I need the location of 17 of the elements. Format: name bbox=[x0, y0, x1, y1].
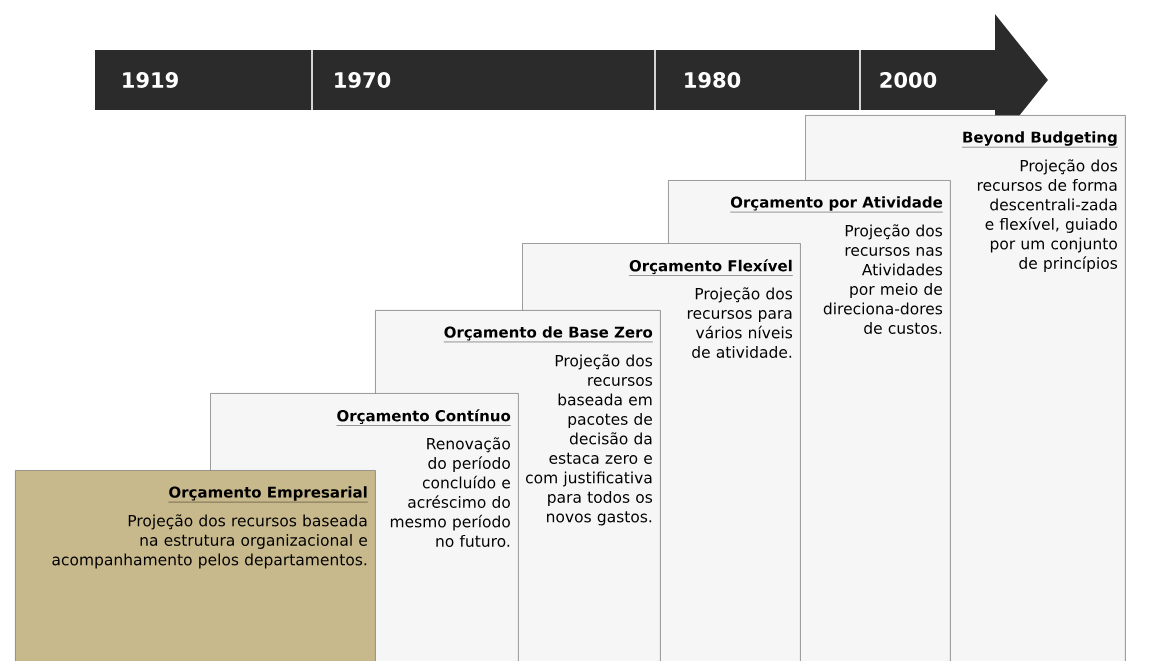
step-box bbox=[15, 470, 376, 661]
box-text: Projeção dos recursos para vários níveis de atividade. bbox=[687, 287, 793, 358]
year-label: 1980 bbox=[685, 72, 741, 88]
box-heading: Orçamento Empresarial bbox=[168, 486, 368, 503]
box-text: Projeção dos recursos baseada em pacotes de decisão da estaca zero e com justificativa para todos os novos gastos. bbox=[525, 354, 653, 526]
box-text: Projeção dos recursos de forma descentrali-zada e flexível, guiado por um conjunto de princípios bbox=[977, 159, 1118, 272]
year-label: 1919 bbox=[123, 72, 178, 88]
box-heading: Orçamento Contínuo bbox=[336, 409, 511, 426]
box-text: Projeção dos recursos baseada na estrutura organizacional e acompanhamento pelos departamentos. bbox=[52, 514, 367, 569]
box-heading: Orçamento de Base Zero bbox=[443, 326, 653, 343]
year-label: 1970 bbox=[335, 72, 391, 88]
box-text: Renovação do período concluído e acréscimo do mesmo período no futuro. bbox=[390, 437, 510, 547]
year-label: 2000 bbox=[880, 72, 937, 88]
box-heading: Orçamento Flexível bbox=[628, 259, 793, 276]
box-text: Projeção dos recursos nas Atividades por meio de direciona-dores de custos. bbox=[823, 224, 943, 334]
box-heading: Beyond Budgeting bbox=[961, 131, 1118, 148]
box-heading: Orçamento por Atividade bbox=[730, 196, 943, 213]
